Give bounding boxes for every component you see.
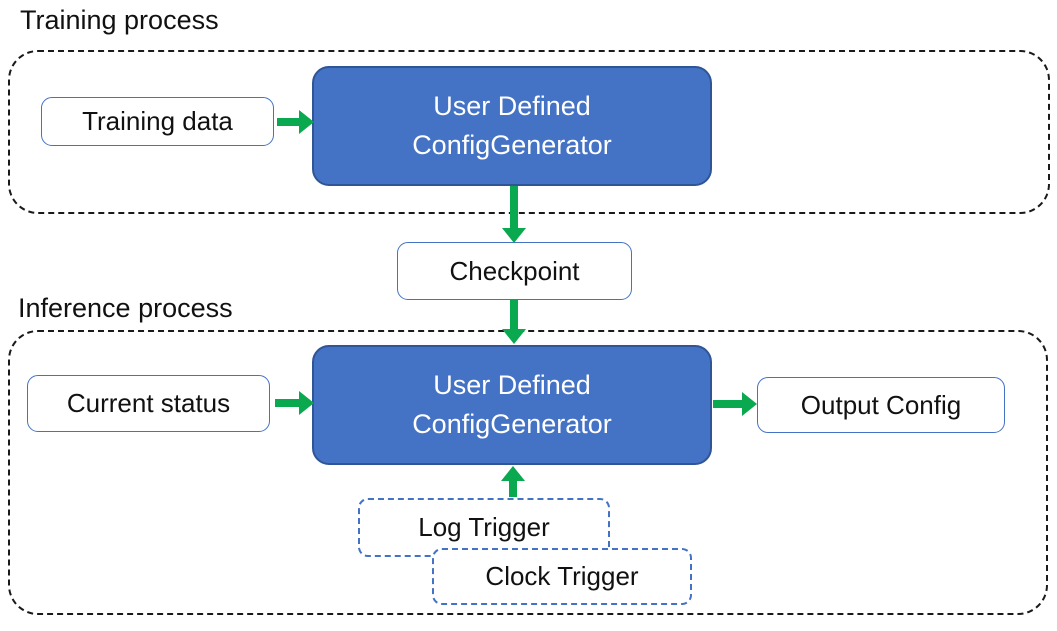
current-status-node: Current status xyxy=(27,375,270,432)
inference-process-container xyxy=(8,330,1048,615)
output-config-node: Output Config xyxy=(757,377,1005,433)
arrow-generator-to-output-config xyxy=(713,392,757,416)
arrow-shaft xyxy=(275,399,299,407)
clock-trigger-label: Clock Trigger xyxy=(485,561,639,591)
arrow-shaft xyxy=(509,481,517,497)
arrow-triggers-to-generator xyxy=(501,466,525,497)
arrow-head-icon xyxy=(299,110,314,134)
arrow-head-icon xyxy=(501,466,525,481)
arrow-current-status-to-generator xyxy=(275,391,314,415)
clock-trigger-node: Clock Trigger xyxy=(432,548,692,605)
training-data-node: Training data xyxy=(41,97,274,146)
checkpoint-node: Checkpoint xyxy=(397,242,632,300)
training-process-container xyxy=(8,50,1050,214)
arrow-checkpoint-to-inference-generator xyxy=(502,300,526,344)
arrow-head-icon xyxy=(502,228,526,243)
arrow-training-data-to-generator xyxy=(277,110,314,134)
inference-config-generator-line1: User Defined xyxy=(433,370,591,400)
arrow-head-icon xyxy=(502,329,526,344)
output-config-label: Output Config xyxy=(800,389,962,420)
log-trigger-node: Log Trigger xyxy=(358,498,610,557)
inference-config-generator-node: User Defined ConfigGenerator xyxy=(312,345,712,465)
arrow-shaft xyxy=(277,118,299,126)
training-config-generator-node: User Defined ConfigGenerator xyxy=(312,66,712,186)
inference-config-generator-line2: ConfigGenerator xyxy=(412,409,612,439)
arrow-head-icon xyxy=(299,391,314,415)
checkpoint-label: Checkpoint xyxy=(449,255,580,286)
training-config-generator-line2: ConfigGenerator xyxy=(412,130,612,160)
training-data-label: Training data xyxy=(82,106,233,136)
training-process-title: Training process xyxy=(20,5,219,35)
arrow-head-icon xyxy=(742,392,757,416)
log-trigger-label: Log Trigger xyxy=(418,512,550,542)
arrow-shaft xyxy=(510,186,518,228)
inference-process-title: Inference process xyxy=(18,293,233,323)
arrow-shaft xyxy=(713,400,742,408)
training-config-generator-line1: User Defined xyxy=(433,91,591,121)
current-status-label: Current status xyxy=(66,388,231,418)
arrow-shaft xyxy=(510,300,518,329)
arrow-generator-to-checkpoint xyxy=(502,186,526,243)
